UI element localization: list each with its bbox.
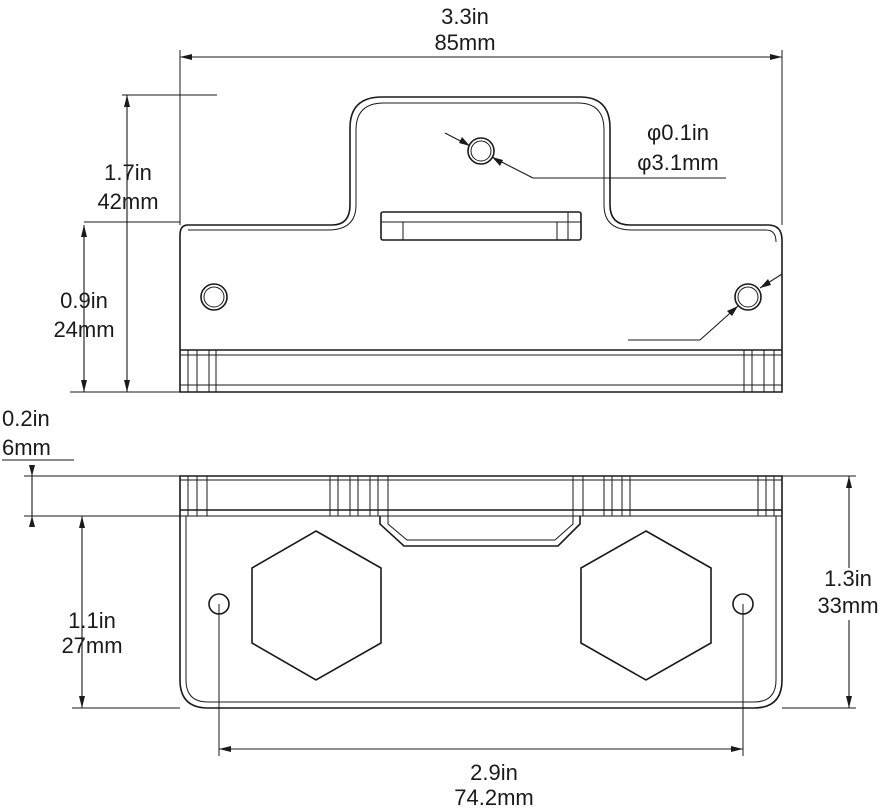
dimension-top-width-in: 3.3in [441, 4, 489, 29]
top-view-center-hole [467, 137, 495, 165]
dimension-total-height-in: 1.7in [104, 160, 152, 185]
front-view-left-hex [251, 530, 382, 681]
front-view-right-hex [580, 530, 712, 681]
dimension-front-body-height-mm: 27mm [61, 633, 122, 658]
dimension-rail-thickness: 0.2in 6mm [2, 406, 180, 527]
top-view-left-hole [203, 286, 225, 308]
top-view [179, 96, 783, 393]
dimension-body-height-mm: 24mm [53, 317, 114, 342]
dimension-hole-spacing: 2.9in 74.2mm [218, 604, 744, 809]
dimension-side-hole-leader [628, 273, 783, 341]
dimension-hole-dia-in: φ0.1in [647, 120, 709, 145]
dimension-hole-diameter: φ0.1in φ3.1mm [444, 120, 726, 179]
dimension-front-total-height: 1.3in 33mm [782, 475, 879, 709]
top-view-center-hole [470, 140, 492, 162]
top-view-outline [179, 96, 783, 393]
dimension-front-body-height-in: 1.1in [68, 608, 116, 633]
top-view-right-hole [734, 283, 762, 311]
dimension-top-width-mm: 85mm [434, 30, 495, 55]
top-view-left-hole [200, 283, 228, 311]
dimension-hole-spacing-in: 2.9in [470, 760, 518, 785]
front-view-outline [179, 475, 783, 709]
dimension-front-total-height-mm: 33mm [817, 593, 878, 618]
dimension-rail-thickness-in: 0.2in [2, 406, 50, 431]
top-view-inner-edge [188, 102, 777, 243]
dimension-front-body-height: 1.1in 27mm [61, 516, 180, 709]
dimension-body-height: 0.9in 24mm [53, 225, 115, 392]
top-view-right-hole [737, 286, 759, 308]
front-view-inner-edge [185, 516, 777, 703]
dimension-body-height-in: 0.9in [60, 288, 108, 313]
dimension-front-total-height-in: 1.3in [824, 566, 872, 591]
dimension-total-height: 1.7in 42mm [70, 94, 217, 393]
dimension-top-width: 3.3in 85mm [179, 4, 783, 225]
dimension-rail-thickness-mm: 6mm [2, 435, 51, 460]
dimension-total-height-mm: 42mm [97, 189, 158, 214]
dimension-hole-spacing-mm: 74.2mm [454, 785, 533, 809]
front-view-slot [379, 516, 581, 547]
top-view-slot [380, 211, 582, 241]
front-view [179, 475, 783, 709]
dimension-hole-dia-mm: φ3.1mm [637, 150, 719, 175]
